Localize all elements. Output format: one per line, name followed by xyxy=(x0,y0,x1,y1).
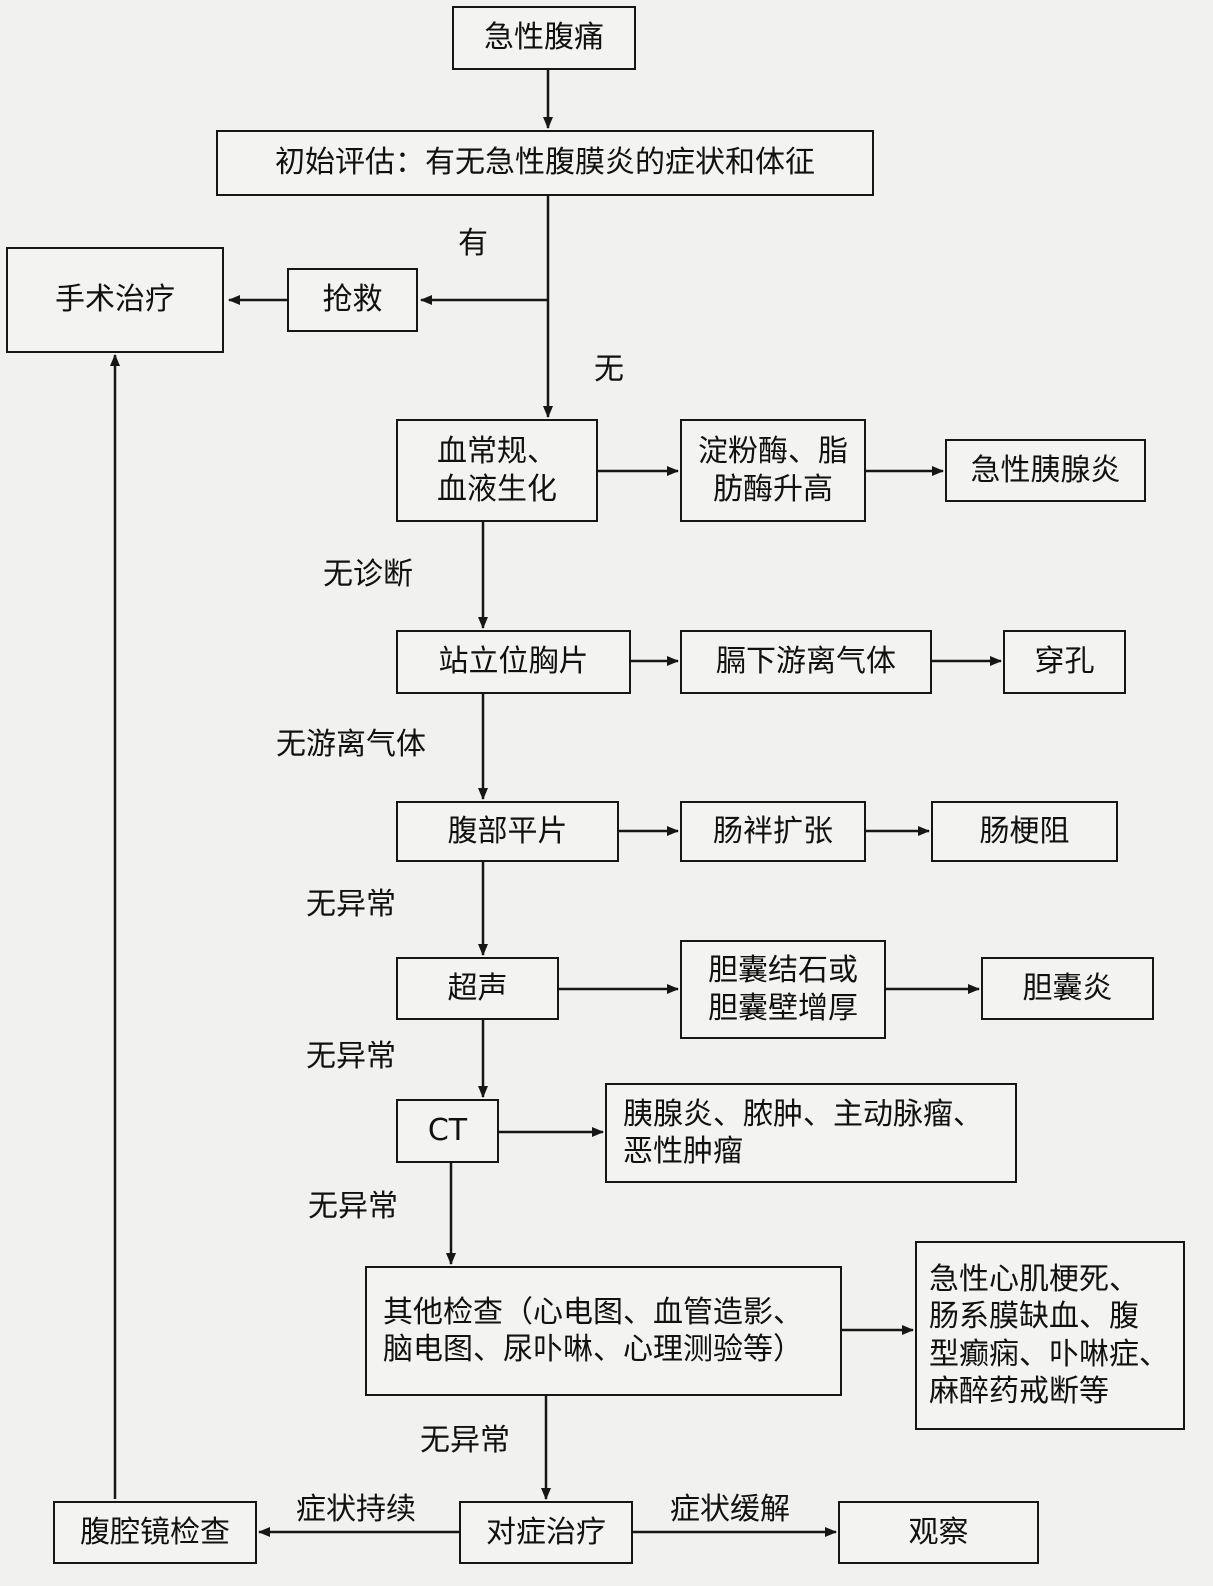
node-pancreatitis: 急性胰腺炎 xyxy=(945,439,1146,502)
node-initial-eval: 初始评估：有无急性腹膜炎的症状和体征 xyxy=(216,130,874,196)
node-bowel-dilation: 肠袢扩张 xyxy=(680,801,866,862)
node-other-tests: 其他检查（心电图、血管造影、 脑电图、尿卟啉、心理测验等） xyxy=(365,1266,842,1396)
node-observe: 观察 xyxy=(838,1501,1039,1564)
edge-label-no-free-air: 无游离气体 xyxy=(276,727,426,762)
edge-label-normal-4: 无异常 xyxy=(420,1423,510,1458)
node-blood-tests: 血常规、 血液生化 xyxy=(396,419,598,522)
edge-label-symptoms-persist: 症状持续 xyxy=(296,1492,416,1527)
node-perforation: 穿孔 xyxy=(1003,630,1126,694)
edge-label-no-diagnosis: 无诊断 xyxy=(323,557,413,592)
edge-label-yes: 有 xyxy=(458,226,488,261)
node-ct: CT xyxy=(396,1099,499,1163)
node-enzymes: 淀粉酶、脂 肪酶升高 xyxy=(680,419,866,522)
node-surgery: 手术治疗 xyxy=(6,247,224,353)
node-ultrasound: 超声 xyxy=(396,957,559,1020)
node-free-air: 膈下游离气体 xyxy=(680,630,932,694)
node-obstruction: 肠梗阻 xyxy=(931,801,1118,862)
node-rescue: 抢救 xyxy=(287,268,418,332)
node-abdominal-xray: 腹部平片 xyxy=(396,801,619,862)
node-chest-xray: 站立位胸片 xyxy=(396,630,631,694)
edge-label-no: 无 xyxy=(594,352,624,387)
node-symptomatic: 对症治疗 xyxy=(459,1501,633,1564)
node-laparoscopy: 腹腔镜检查 xyxy=(53,1501,257,1564)
node-ct-findings: 胰腺炎、脓肿、主动脉瘤、 恶性肿瘤 xyxy=(605,1083,1017,1183)
edge-label-symptoms-relieved: 症状缓解 xyxy=(670,1492,790,1527)
node-cholecystitis: 胆囊炎 xyxy=(981,957,1154,1020)
edge-label-normal-3: 无异常 xyxy=(308,1189,398,1224)
node-gallstones: 胆囊结石或 胆囊壁增厚 xyxy=(680,940,886,1039)
node-other-findings: 急性心肌梗死、 肠系膜缺血、腹 型癫痫、卟啉症、 麻醉药戒断等 xyxy=(915,1241,1185,1430)
node-acute-abdomen: 急性腹痛 xyxy=(452,6,636,70)
edge-label-normal-1: 无异常 xyxy=(306,887,396,922)
edge-label-normal-2: 无异常 xyxy=(306,1039,396,1074)
